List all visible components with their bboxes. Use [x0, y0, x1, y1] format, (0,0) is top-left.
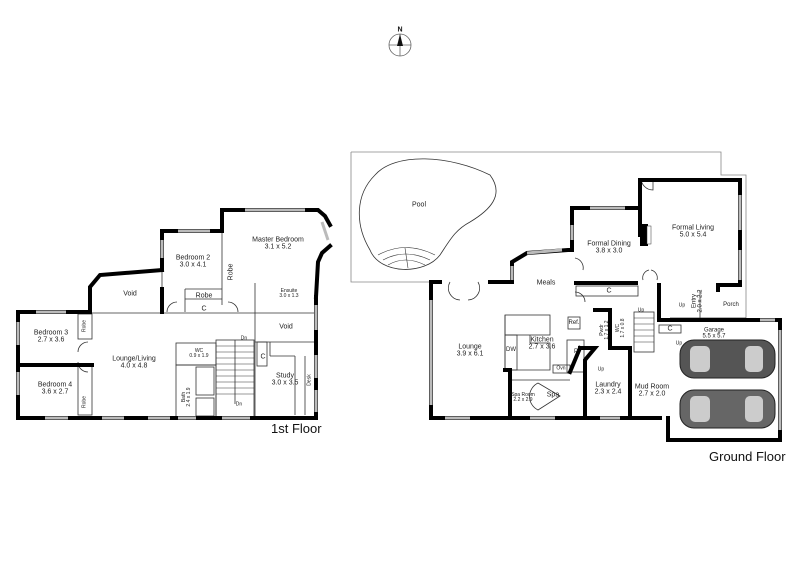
room-bedroom-3: Bedroom 3 2.7 x 3.6	[34, 330, 68, 345]
room-spa-room: Spa Room 2.2 x 2.9	[511, 391, 535, 404]
room-dims: 2.2 x 2.9	[513, 397, 533, 403]
room-lounge: Lounge 3.9 x 6.1	[457, 344, 484, 359]
room-name: Bedroom 2	[175, 254, 211, 262]
room-ensuite: Ensuite 3.0 x 1.3	[279, 287, 299, 300]
room-name: Bedroom 4	[37, 381, 73, 389]
compass-icon	[388, 33, 412, 57]
car-icon	[679, 339, 776, 379]
room-formal-dining: Formal Dining 3.8 x 3.0	[587, 241, 631, 256]
room-dims: 3.0 x 4.1	[179, 262, 207, 269]
room-study: Study 3.0 x 3.5	[272, 373, 299, 388]
stairs-down-label: Dn	[240, 335, 248, 342]
ground-floor-title: Ground Floor	[709, 449, 786, 464]
room-formal-living: Formal Living 5.0 x 5.4	[672, 225, 714, 240]
first-floor-title: 1st Floor	[271, 421, 322, 436]
stairs-up-label: Up	[597, 366, 605, 373]
room-dims: 1.7 x 0.8	[620, 318, 626, 338]
robe-label: Robe	[195, 292, 213, 300]
void-label: Void	[123, 290, 137, 298]
room-kitchen: Kitchen 2.7 x 3.6	[529, 337, 556, 352]
room-dims: 4.0 x 4.8	[120, 363, 148, 370]
cupboard-label: C	[260, 353, 266, 361]
compass-north-label: N	[397, 26, 403, 34]
ground-floor-plan	[350, 151, 782, 442]
room-lounge-living: Lounge/Living 4.0 x 4.8	[112, 356, 156, 371]
pool-shape	[358, 158, 497, 270]
room-name: Lounge	[458, 343, 482, 351]
room-pool: Pool	[411, 201, 427, 209]
room-dims: 2.4 x 1.9	[186, 387, 192, 407]
room-garage: Garage 5.5 x 5.7	[702, 328, 725, 341]
room-entry: Entry 2.0 x 2.2	[692, 289, 705, 312]
room-name: Ensuite	[280, 287, 298, 294]
cupboard-label: C	[606, 287, 612, 295]
robe-label: Robe	[81, 320, 88, 332]
room-name: Formal Living	[671, 224, 715, 232]
room-name: Formal Dining	[587, 240, 631, 248]
fridge-label: Ref.	[568, 319, 580, 326]
robe-label: Robe	[81, 396, 88, 408]
room-name: Bedroom 3	[33, 329, 69, 337]
room-powder: Pwdr 1.7 x 1.2	[599, 320, 611, 340]
room-dims: 1.7 x 1.2	[604, 320, 610, 340]
desk-label: Desk	[306, 374, 313, 386]
room-dims: 2.3 x 2.4	[594, 389, 622, 396]
first-floor-plan	[16, 208, 333, 420]
room-dims: 5.0 x 5.4	[679, 232, 707, 239]
room-name: Master Bedroom	[252, 236, 304, 244]
room-dims: 3.1 x 5.2	[264, 244, 292, 251]
room-dims: 5.5 x 5.7	[702, 334, 726, 340]
room-name: Spa Room	[511, 391, 535, 398]
room-dims: 3.0 x 3.5	[271, 380, 299, 387]
stairs-up-label: Up	[675, 340, 683, 347]
robe-label: Robe	[227, 263, 235, 281]
room-name: Mud Room	[634, 383, 670, 391]
spa-label: Spa	[546, 391, 560, 399]
stairs-up-label: Up	[678, 302, 686, 309]
room-dims: 3.8 x 3.0	[595, 248, 623, 255]
room-name: Study	[276, 372, 294, 380]
dishwasher-label: DW	[506, 346, 516, 353]
room-bath: Bath 2.4 x 1.9	[181, 387, 193, 407]
room-dims: 0.9 x 1.9	[189, 353, 209, 359]
room-name: Garage	[703, 327, 725, 334]
room-bedroom-4: Bedroom 4 3.6 x 2.7	[38, 382, 72, 397]
cupboard-label: C	[201, 305, 207, 313]
room-name: Lounge/Living	[112, 355, 156, 363]
room-dims: 3.9 x 6.1	[456, 351, 484, 358]
room-mud-room: Mud Room 2.7 x 2.0	[635, 384, 669, 399]
room-dims: 2.7 x 3.6	[528, 344, 556, 351]
room-meals: Meals	[536, 279, 556, 287]
room-name: Kitchen	[530, 336, 554, 344]
stairs-down-label: Dn	[235, 401, 243, 408]
room-dims: 2.7 x 3.6	[37, 337, 65, 344]
room-laundry: Laundry 2.3 x 2.4	[595, 382, 622, 397]
room-dims: 3.0 x 1.3	[279, 293, 299, 299]
pantry-label: P	[573, 348, 579, 355]
room-wc: WC 0.9 x 1.9	[189, 347, 209, 360]
stairs-up-label: Up	[637, 307, 645, 314]
oven-label: Ovn	[556, 365, 566, 372]
room-master-bedroom: Master Bedroom 3.1 x 5.2	[252, 237, 304, 252]
room-porch: Porch	[723, 301, 739, 308]
void-label: Void	[279, 323, 293, 331]
room-name: Laundry	[595, 381, 621, 389]
car-icon	[679, 389, 776, 429]
room-bedroom-2: Bedroom 2 3.0 x 4.1	[176, 255, 210, 270]
room-dims: 2.0 x 2.2	[698, 289, 704, 313]
cupboard-label: C	[667, 325, 673, 333]
room-wc-ground: WC 1.7 x 0.8	[615, 318, 627, 338]
room-name: WC	[194, 347, 204, 354]
room-dims: 2.7 x 2.0	[638, 391, 666, 398]
room-dims: 3.6 x 2.7	[41, 389, 69, 396]
fireplace-icon	[640, 224, 648, 246]
